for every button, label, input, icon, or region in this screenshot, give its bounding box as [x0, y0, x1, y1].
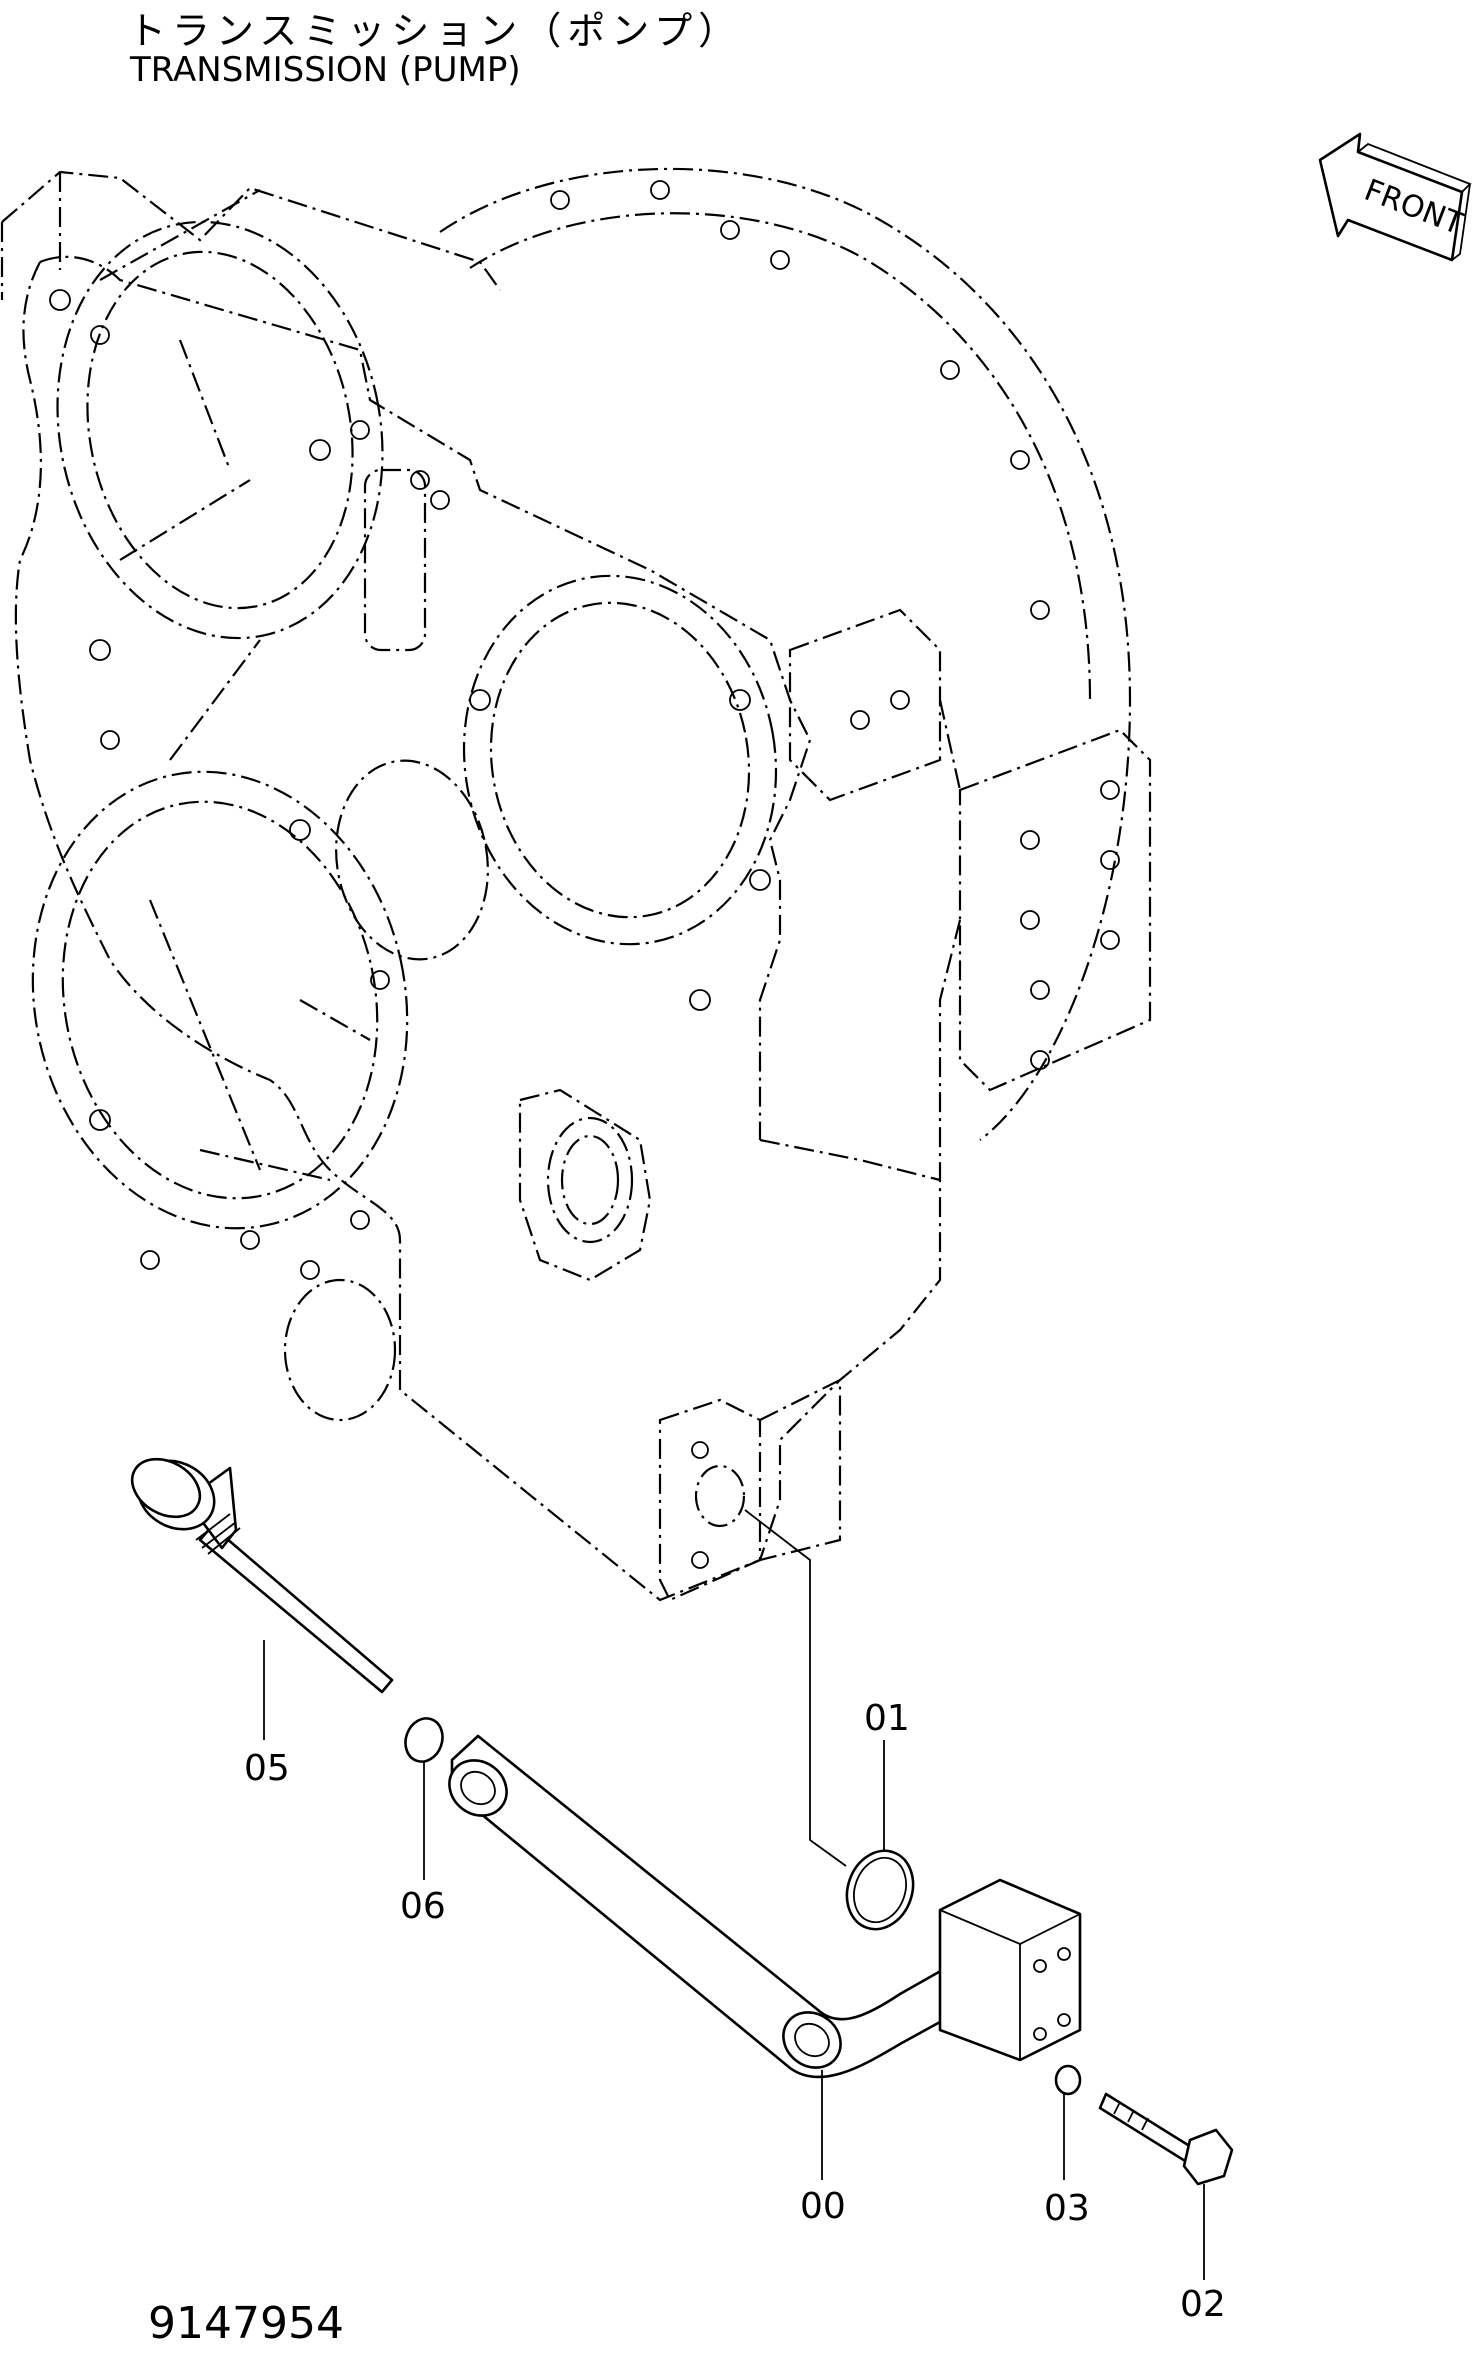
bolt-part-02 — [1098, 2092, 1234, 2280]
dipstick-part-05 — [130, 1457, 394, 1740]
transmission-housing — [0, 167, 1152, 1602]
washer-part-03 — [1054, 2064, 1082, 2180]
page-title-japanese: トランスミッション（ポンプ） — [128, 9, 743, 53]
callout-02: 02 — [1180, 2284, 1226, 2325]
front-arrow-icon: FRONT — [1318, 132, 1472, 262]
page-title-english: TRANSMISSION (PUMP) — [130, 50, 521, 90]
pipe-part-00 — [448, 1734, 1082, 2180]
seal-part-06 — [404, 1717, 444, 1880]
callout-05: 05 — [244, 1748, 290, 1789]
callout-00: 00 — [800, 2186, 846, 2227]
leader-line-01 — [744, 1509, 847, 1867]
callout-01: 01 — [864, 1698, 910, 1739]
callout-06: 06 — [400, 1886, 446, 1927]
drawing-number: 9147954 — [148, 2298, 344, 2349]
callout-03: 03 — [1044, 2188, 1090, 2229]
o-ring-part-01 — [845, 1740, 915, 1931]
